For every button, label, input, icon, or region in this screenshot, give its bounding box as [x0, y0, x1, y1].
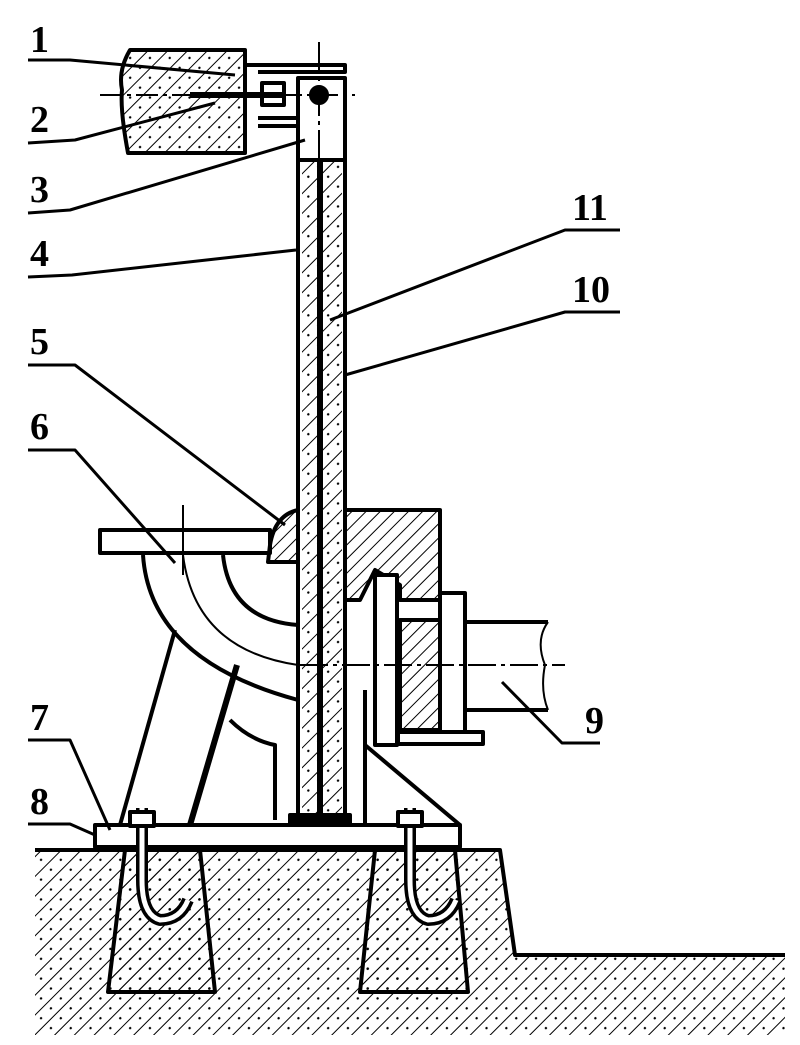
pump-flange [98, 528, 272, 555]
bracket [245, 63, 347, 128]
callout-label-4: 4 [30, 233, 49, 275]
callout-label-7: 7 [30, 697, 49, 739]
callout-labels: 1 2 3 4 5 6 7 8 9 10 11 [30, 19, 610, 823]
callout-label-11: 11 [572, 187, 608, 229]
callout-label-10: 10 [572, 269, 610, 311]
callout-label-1: 1 [30, 19, 49, 61]
base-plate [93, 823, 462, 849]
pump-elbow-inner [221, 554, 299, 627]
callout-label-6: 6 [30, 406, 49, 448]
ground-line [35, 848, 785, 957]
callout-label-2: 2 [30, 99, 49, 141]
callout-label-5: 5 [30, 321, 49, 363]
leader-lines [27, 58, 620, 837]
clamp [266, 508, 300, 564]
foundation-block-right [358, 848, 470, 994]
callout-label-3: 3 [30, 169, 49, 211]
motor-housing [343, 508, 442, 602]
callout-label-9: 9 [585, 700, 604, 742]
outlet-pipe [465, 620, 548, 712]
pump-elbow-mid [182, 554, 299, 666]
callout-label-8: 8 [30, 781, 49, 823]
pump-elbow-outer [141, 554, 299, 702]
